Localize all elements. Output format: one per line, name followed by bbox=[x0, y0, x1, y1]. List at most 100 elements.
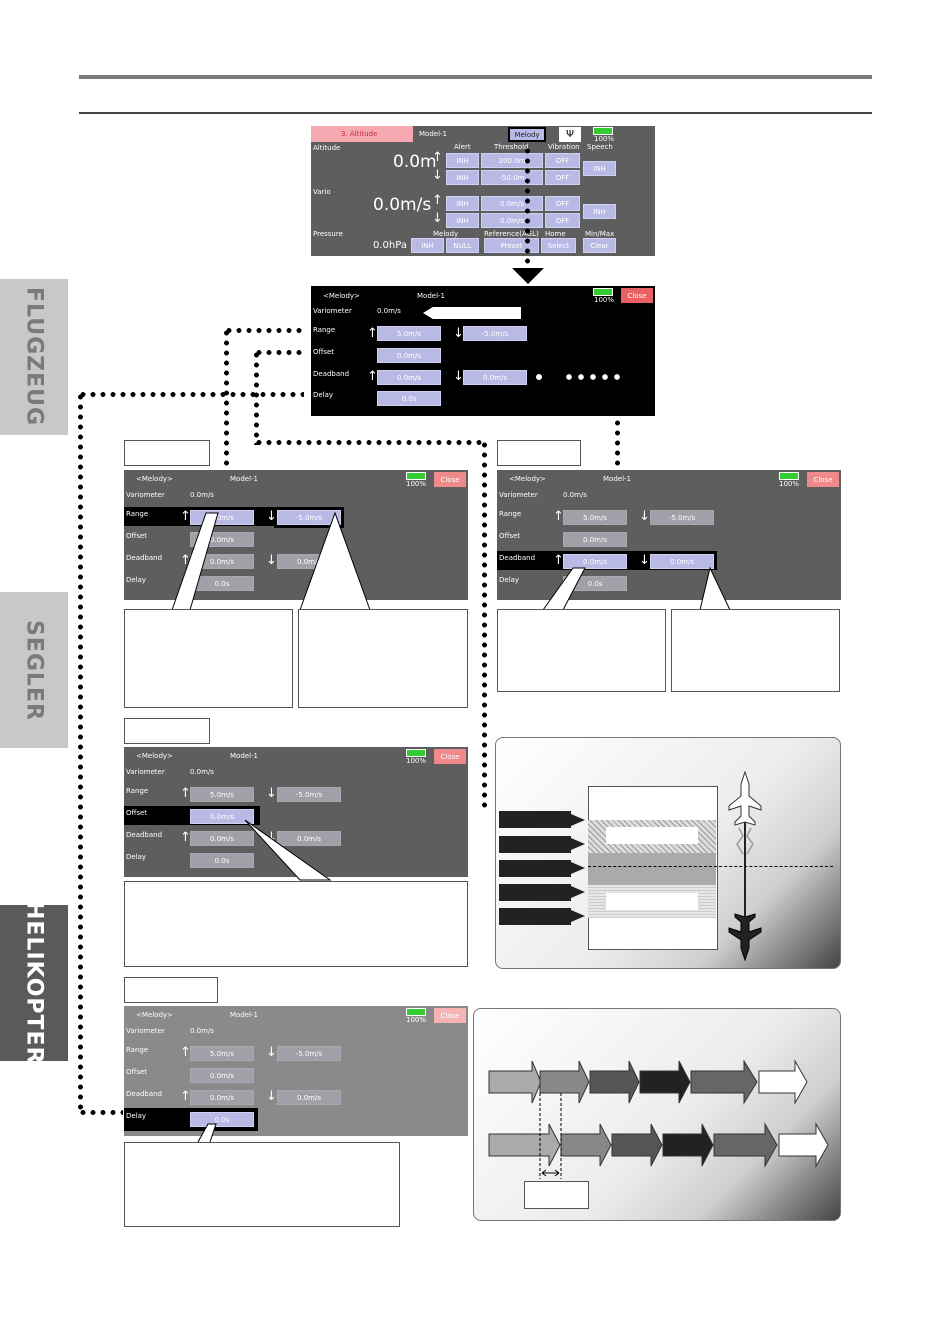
arrow-down-icon: ↓ bbox=[266, 1089, 277, 1104]
model-name: Model-1 bbox=[417, 292, 445, 300]
offset-label: Offset bbox=[499, 532, 521, 540]
zone-label-1 bbox=[499, 811, 571, 828]
tab-title: 3. Altitude bbox=[341, 130, 378, 138]
delay-screen: <Melody> Model-1 100% Close Variometer 0… bbox=[124, 1006, 468, 1136]
delay-diagram bbox=[473, 1008, 841, 1221]
pointer-icon bbox=[571, 814, 585, 826]
deadband-diagram bbox=[495, 737, 841, 969]
vario-down-vibration[interactable]: OFF bbox=[545, 213, 580, 228]
deadband-up-field[interactable]: 0.0m/s bbox=[190, 554, 254, 569]
altitude-label: Altitude bbox=[313, 144, 341, 152]
range-label: Range bbox=[126, 787, 149, 795]
alt-up-threshold[interactable]: 200.0m bbox=[481, 153, 543, 168]
deadband-up-field[interactable]: 0.0m/s bbox=[377, 370, 441, 385]
deadband-down-field[interactable]: 0.0m/s bbox=[463, 370, 527, 385]
battery-icon bbox=[406, 1008, 426, 1016]
vario-up-vibration[interactable]: OFF bbox=[545, 196, 580, 211]
deadband-up-field[interactable]: 0.0m/s bbox=[563, 554, 627, 569]
offset-label: Offset bbox=[126, 1068, 148, 1076]
side-tab-segler[interactable]: SEGLER bbox=[0, 592, 68, 748]
alt-down-threshold[interactable]: -50.0m bbox=[481, 170, 543, 185]
close-button[interactable]: Close bbox=[807, 472, 839, 487]
range-down-note-box bbox=[298, 609, 468, 708]
range-down-field[interactable]: -5.0m/s bbox=[277, 510, 341, 525]
deadband-down-field[interactable]: 0.0m/s bbox=[650, 554, 714, 569]
minmax-clear-button[interactable]: Clear bbox=[583, 238, 616, 253]
offset-label: Offset bbox=[126, 532, 148, 540]
zero-line bbox=[588, 866, 833, 867]
variometer-value: 0.0m/s bbox=[190, 768, 214, 776]
offset-field[interactable]: 0.0m/s bbox=[190, 809, 254, 824]
delay-field[interactable]: 0.0s bbox=[377, 391, 441, 406]
delay-note-box bbox=[124, 1142, 400, 1227]
close-button[interactable]: Close bbox=[434, 472, 466, 487]
side-tab-label: SEGLER bbox=[21, 619, 47, 721]
connector-dots bbox=[254, 440, 486, 445]
melody-button[interactable]: Melody bbox=[508, 127, 546, 142]
connector-dots bbox=[615, 398, 620, 466]
arrow-down-icon: ↓ bbox=[266, 786, 277, 801]
deadband-down-field[interactable]: 0.0m/s bbox=[277, 1090, 341, 1105]
vario-value: 0.0m/s bbox=[373, 195, 432, 215]
deadband-down-field[interactable]: 0.0m/s bbox=[277, 831, 341, 846]
offset-field[interactable]: 0.0m/s bbox=[563, 532, 627, 547]
offset-note-box bbox=[124, 881, 468, 967]
pointer-icon bbox=[571, 862, 585, 874]
alt-up-alert[interactable]: INH bbox=[446, 153, 479, 168]
offset-field[interactable]: 0.0m/s bbox=[190, 1068, 254, 1083]
alt-down-vibration[interactable]: OFF bbox=[545, 170, 580, 185]
deadband-up-field[interactable]: 0.0m/s bbox=[190, 1090, 254, 1105]
alt-down-alert[interactable]: INH bbox=[446, 170, 479, 185]
arrow-down-icon: ↓ bbox=[266, 830, 277, 845]
range-up-field[interactable]: 5.0m/s bbox=[563, 510, 627, 525]
pointer-icon bbox=[571, 838, 585, 850]
variometer-value: 0.0m/s bbox=[190, 1027, 214, 1035]
connector-dots bbox=[525, 146, 530, 264]
range-up-field[interactable]: 5.0m/s bbox=[190, 787, 254, 802]
vario-down-alert[interactable]: INH bbox=[446, 213, 479, 228]
pressure-melody-null[interactable]: NULL bbox=[446, 238, 479, 253]
range-down-field[interactable]: -5.0m/s bbox=[463, 326, 527, 341]
vario-down-threshold[interactable]: 0.0m/s bbox=[481, 213, 543, 228]
vario-speech[interactable]: INH bbox=[583, 204, 616, 219]
offset-field[interactable]: 0.0m/s bbox=[377, 348, 441, 363]
deadband-up-note-box bbox=[497, 609, 666, 692]
home-select-button[interactable]: Select bbox=[541, 238, 576, 253]
battery-pct: 100% bbox=[406, 480, 427, 488]
variometer-label: Variometer bbox=[126, 491, 165, 499]
arrow-up-icon: ↑ bbox=[367, 326, 378, 341]
tab-altitude[interactable] bbox=[311, 126, 413, 142]
pressure-melody-inh[interactable]: INH bbox=[411, 238, 444, 253]
vario-up-alert[interactable]: INH bbox=[446, 196, 479, 211]
alt-up-vibration[interactable]: OFF bbox=[545, 153, 580, 168]
zone-label-2 bbox=[499, 836, 571, 853]
battery-icon bbox=[593, 127, 613, 135]
range-up-field[interactable]: 5.0m/s bbox=[190, 1046, 254, 1061]
battery-pct: 100% bbox=[406, 757, 427, 765]
deadband-caption-box bbox=[497, 440, 581, 466]
range-down-field[interactable]: -5.0m/s bbox=[277, 787, 341, 802]
close-button[interactable]: Close bbox=[621, 288, 653, 303]
range-down-field[interactable]: -5.0m/s bbox=[277, 1046, 341, 1061]
preset-button[interactable]: Preset bbox=[484, 238, 539, 253]
vario-up-threshold[interactable]: 0.0m/s bbox=[481, 196, 543, 211]
deadband-up-field[interactable]: 0.0m/s bbox=[190, 831, 254, 846]
arrow-down-icon: ↓ bbox=[432, 168, 443, 183]
delay-label: Delay bbox=[126, 1112, 147, 1120]
battery-icon bbox=[779, 472, 799, 480]
screen-title: <Melody> bbox=[136, 475, 173, 483]
side-tab-helikopter[interactable]: HELIKOPTER bbox=[0, 901, 68, 1065]
screen-title: <Melody> bbox=[136, 752, 173, 760]
deadband-label: Deadband bbox=[126, 554, 163, 562]
connector-dots bbox=[224, 328, 229, 468]
side-tab-flugzeug[interactable]: FLUGZEUG bbox=[0, 279, 68, 435]
close-button[interactable]: Close bbox=[434, 1008, 466, 1023]
range-down-field[interactable]: -5.0m/s bbox=[650, 510, 714, 525]
close-button[interactable]: Close bbox=[434, 749, 466, 764]
alt-speech[interactable]: INH bbox=[583, 161, 616, 176]
delay-field[interactable]: 0.0s bbox=[190, 1112, 254, 1127]
delay-field[interactable]: 0.0s bbox=[190, 853, 254, 868]
callout-lines bbox=[197, 1123, 217, 1143]
range-up-field[interactable]: 5.0m/s bbox=[377, 326, 441, 341]
col-reference: Reference(AGL) bbox=[484, 230, 539, 238]
